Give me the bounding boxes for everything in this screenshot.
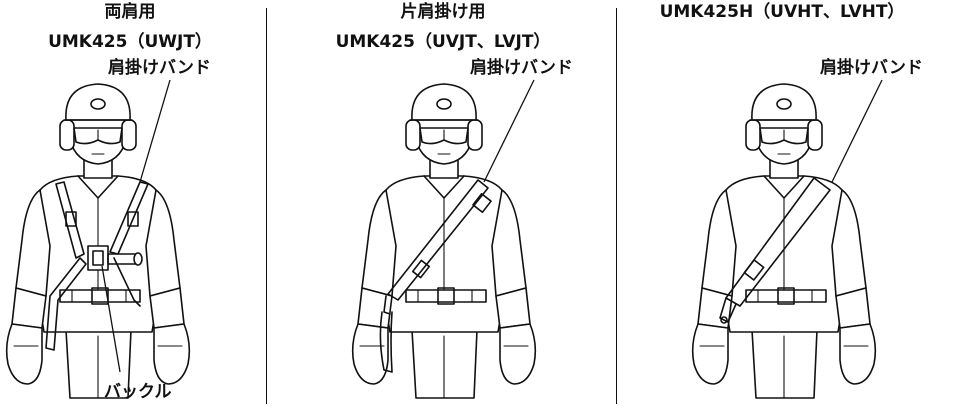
panel-title: 両肩用 — [104, 2, 156, 22]
model-label: UMK425（UWJT） — [48, 32, 212, 52]
buckle-label: バックル — [104, 382, 172, 402]
panel-divider — [616, 8, 617, 404]
model-label: UMK425（UVJT、LVJT） — [335, 32, 551, 52]
worker-figure-dual-strap — [5, 79, 191, 399]
worker-figure-single-strap-h — [691, 79, 883, 399]
panel-divider — [266, 8, 267, 404]
worker-figure-single-strap — [351, 79, 537, 399]
panel-dual-shoulder: 両肩用 UMK425（UWJT） 肩掛けバンド — [0, 0, 260, 408]
panel-single-shoulder-h: UMK425H（UVHT、LVHT） 肩掛けバンド — [620, 0, 953, 408]
strap-label: 肩掛けバンド — [470, 58, 573, 78]
model-label: UMK425H（UVHT、LVHT） — [659, 2, 905, 22]
panel-single-shoulder: 片肩掛け用 UMK425（UVJT、LVJT） 肩掛けバンド — [300, 0, 610, 408]
strap-label: 肩掛けバンド — [820, 58, 923, 78]
strap-label: 肩掛けバンド — [108, 58, 211, 78]
panel-title: 片肩掛け用 — [400, 2, 486, 22]
